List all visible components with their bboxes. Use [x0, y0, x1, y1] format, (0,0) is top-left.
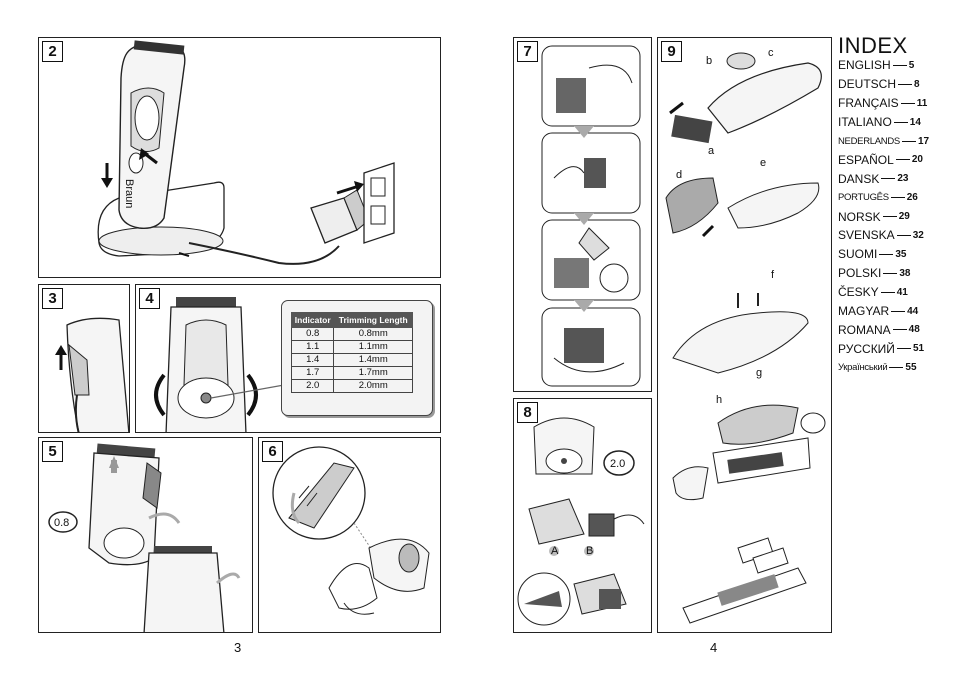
- blade-cleaning-steps-illustration: [541, 45, 641, 387]
- figure-5-panel: 5 0.8: [38, 437, 253, 633]
- figure-number: 8: [517, 402, 538, 423]
- label-e: e: [760, 157, 766, 169]
- comb-attachment-illustration: 0.8: [48, 443, 241, 632]
- figure-7-panel: 7: [513, 37, 652, 392]
- cleaning-illustration: [272, 446, 430, 615]
- figure-2-panel: 2 Braun: [38, 37, 441, 278]
- label-d: d: [676, 169, 682, 181]
- table-header-indicator: Indicator: [290, 312, 335, 328]
- table-header-trimming-length: Trimming Length: [333, 312, 413, 328]
- label-a: a: [708, 145, 715, 157]
- figure-number: 2: [42, 41, 63, 62]
- cord-plug-illustration: [55, 317, 129, 432]
- figure-3-panel: 3: [38, 284, 130, 433]
- figure-number: 9: [661, 41, 682, 62]
- label-c: c: [768, 47, 774, 59]
- page-number-right: 4: [710, 640, 718, 655]
- label-b: B: [586, 545, 593, 557]
- figure-number: 5: [42, 441, 63, 462]
- figure-9-panel: 9 b c a d e f g h: [657, 37, 832, 633]
- figure-6-panel: 6: [258, 437, 441, 633]
- figure-number: 4: [139, 288, 160, 309]
- charging-stand-illustration: Braun: [97, 40, 395, 265]
- figure-8-panel: 8 2.0 A B: [513, 398, 652, 633]
- battery-removal-illustration: b c a d e f g h: [665, 47, 826, 624]
- label-h: h: [716, 394, 722, 406]
- figure-number: 3: [42, 288, 63, 309]
- label-f: f: [771, 269, 775, 281]
- label-g: g: [756, 367, 762, 379]
- figure-number: 7: [517, 41, 538, 62]
- dial-value-label: 2.0: [610, 458, 625, 470]
- page-number-left: 3: [234, 640, 242, 655]
- clipper-brand: Braun: [123, 179, 135, 208]
- label-a: A: [551, 545, 559, 557]
- index-title: INDEX: [838, 33, 908, 58]
- length-dial-illustration: [154, 297, 285, 432]
- blade-replacement-illustration: 2.0 A B: [517, 417, 645, 626]
- dial-value-label: 0.8: [54, 517, 69, 529]
- label-b: b: [706, 55, 712, 67]
- figure-number: 6: [262, 441, 283, 462]
